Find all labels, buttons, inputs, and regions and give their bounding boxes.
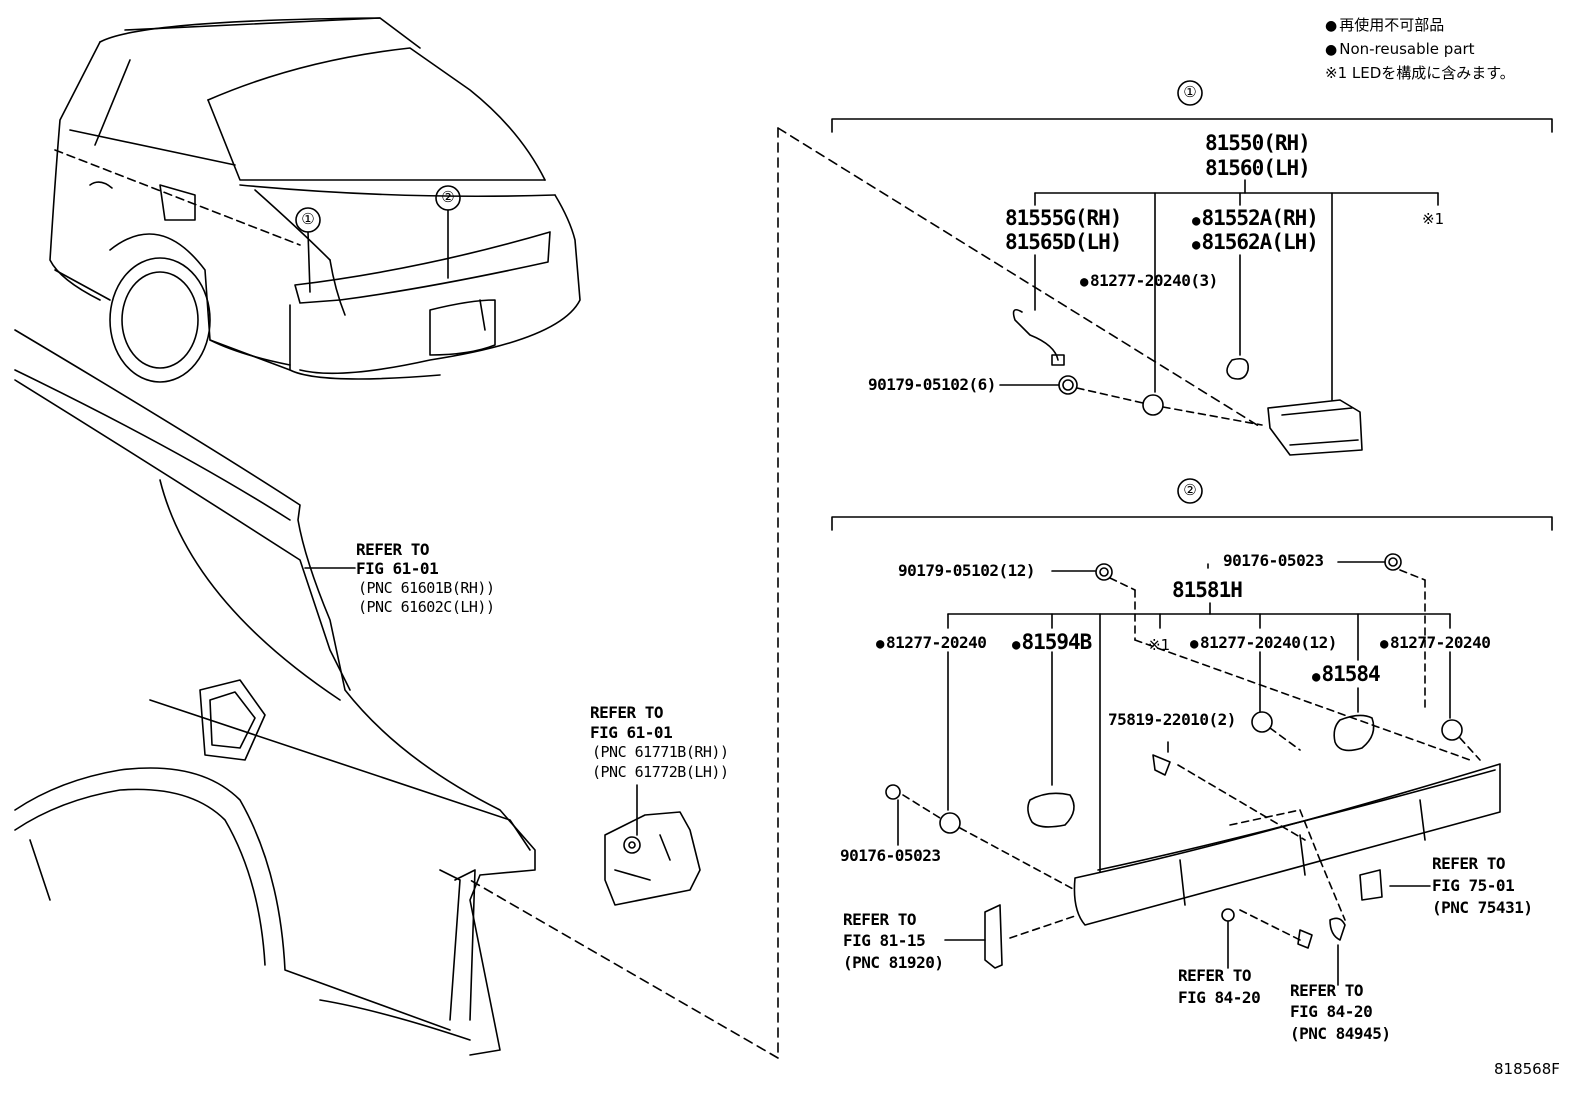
quarter-panel-illustration	[14, 329, 536, 1056]
part-90179-05102-12: 90179-05102(12)	[898, 561, 1036, 580]
part-81552a-rh: 81552A(RH)	[1192, 208, 1318, 229]
figure-id: 818568F	[1494, 1060, 1560, 1078]
ref-fig: FIG 61-01	[356, 559, 439, 578]
callout-1-car: ①	[301, 210, 315, 228]
legend-non-reusable-jp: 再使用不可部品	[1325, 14, 1444, 35]
ref-label: REFER TO	[356, 540, 430, 559]
part-81277-20240-right: 81277-20240	[1380, 635, 1491, 651]
ref-pnc: (PNC 81920)	[843, 953, 944, 972]
ref-pnc: (PNC 75431)	[1432, 898, 1533, 917]
ref-pnc-rh: (PNC 61771B(RH))	[592, 743, 729, 761]
part-75819-22010-2: 75819-22010(2)	[1108, 710, 1236, 729]
ref-label: REFER TO	[843, 910, 917, 929]
led-note-2: ※1	[1148, 636, 1171, 654]
legend-led-note: ※1 LEDを構成に含みます。	[1325, 64, 1515, 82]
ref-pnc-lh: (PNC 61772B(LH))	[592, 763, 729, 781]
ref-pnc: (PNC 84945)	[1290, 1024, 1391, 1043]
ref-label: REFER TO	[1178, 966, 1252, 985]
part-90176-05023-left: 90176-05023	[840, 846, 941, 865]
part-81594b: 81594B	[1012, 632, 1092, 653]
callout-2-car: ②	[441, 188, 455, 206]
legend-non-reusable-en: Non-reusable part	[1325, 40, 1474, 58]
part-81555g-rh: 81555G(RH)	[1005, 206, 1122, 230]
ref-label: REFER TO	[590, 703, 664, 722]
part-81277-20240-3: 81277-20240(3)	[1080, 273, 1218, 289]
ref-fig: FIG 84-20	[1290, 1002, 1373, 1021]
group1-diagram	[831, 80, 1553, 456]
ref-label: REFER TO	[1290, 981, 1364, 1000]
part-81560-lh: 81560(LH)	[1205, 156, 1311, 180]
ref-fig: FIG 61-01	[590, 723, 673, 742]
part-90176-05023-top: 90176-05023	[1223, 551, 1324, 570]
led-note-1: ※1	[1422, 210, 1445, 228]
part-81584: 81584	[1312, 664, 1380, 685]
part-81562a-lh: 81562A(LH)	[1192, 232, 1318, 253]
group2-diagram	[831, 478, 1553, 986]
ref-label: REFER TO	[1432, 854, 1506, 873]
part-81565d-lh: 81565D(LH)	[1005, 230, 1122, 254]
part-90179-05102-6: 90179-05102(6)	[868, 375, 996, 394]
bracket-illustration	[604, 784, 701, 906]
zoom-lines	[469, 127, 1263, 1059]
callout-2-group: ②	[1183, 481, 1197, 499]
part-81581h: 81581H	[1172, 578, 1243, 602]
part-81277-20240-12: 81277-20240(12)	[1190, 635, 1337, 651]
ref-pnc-rh: (PNC 61601B(RH))	[358, 579, 495, 597]
ref-fig: FIG 75-01	[1432, 876, 1515, 895]
ref-fig: FIG 81-15	[843, 931, 926, 950]
part-81277-20240-left: 81277-20240	[876, 635, 987, 651]
car-rear-illustration	[49, 17, 581, 383]
callout-1-group: ①	[1183, 83, 1197, 101]
ref-fig: FIG 84-20	[1178, 988, 1261, 1007]
part-81550-rh: 81550(RH)	[1205, 131, 1311, 155]
ref-pnc-lh: (PNC 61602C(LH))	[358, 598, 495, 616]
